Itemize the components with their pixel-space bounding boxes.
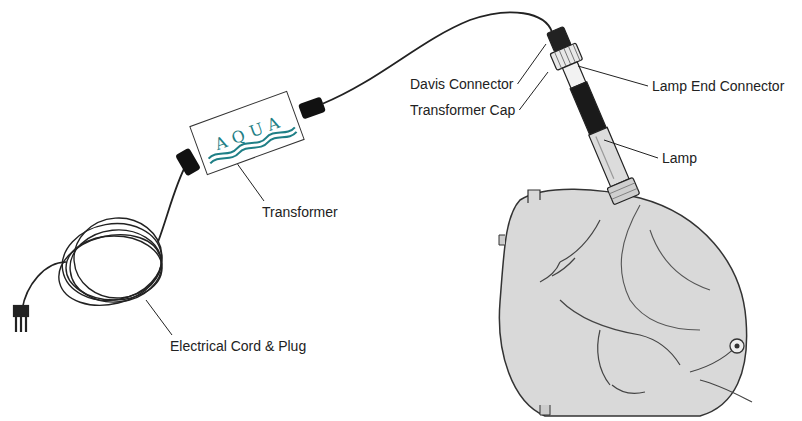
part-label: Transformer (262, 204, 338, 220)
part-label: Electrical Cord & Plug (170, 338, 306, 354)
leader-line (518, 44, 547, 84)
part-label: Lamp (662, 150, 697, 166)
cable-to-lamp (322, 12, 552, 104)
cord-to-transformer (158, 165, 186, 242)
transformer-box: AQUA (189, 91, 305, 175)
part-label: Davis Connector (410, 76, 514, 92)
leader-line (146, 300, 172, 335)
plug (14, 306, 28, 332)
creature-arm (540, 220, 600, 282)
strain-relief (175, 148, 201, 177)
part-label: Transformer Cap (410, 102, 515, 118)
plug-cord (22, 262, 66, 310)
creature-body (499, 189, 746, 416)
leader-line (604, 140, 658, 158)
lamp-collar (607, 177, 640, 205)
lamp-sleeve (570, 82, 606, 135)
creature-eye (730, 339, 744, 353)
leader-line (519, 72, 548, 110)
creature-nub (528, 190, 540, 203)
leader-line (578, 66, 648, 86)
part-label: Lamp End Connector (652, 78, 784, 94)
creature-ports (499, 235, 550, 415)
creature-pupil (735, 344, 740, 349)
leader-line (236, 162, 264, 201)
lamp-assembly (542, 25, 640, 205)
lamp-glass (589, 127, 629, 186)
creature-fold (621, 205, 710, 330)
cord-coil (51, 215, 168, 316)
creature-leg (560, 300, 680, 393)
strain-relief (298, 96, 326, 119)
creature-snout (690, 340, 752, 402)
